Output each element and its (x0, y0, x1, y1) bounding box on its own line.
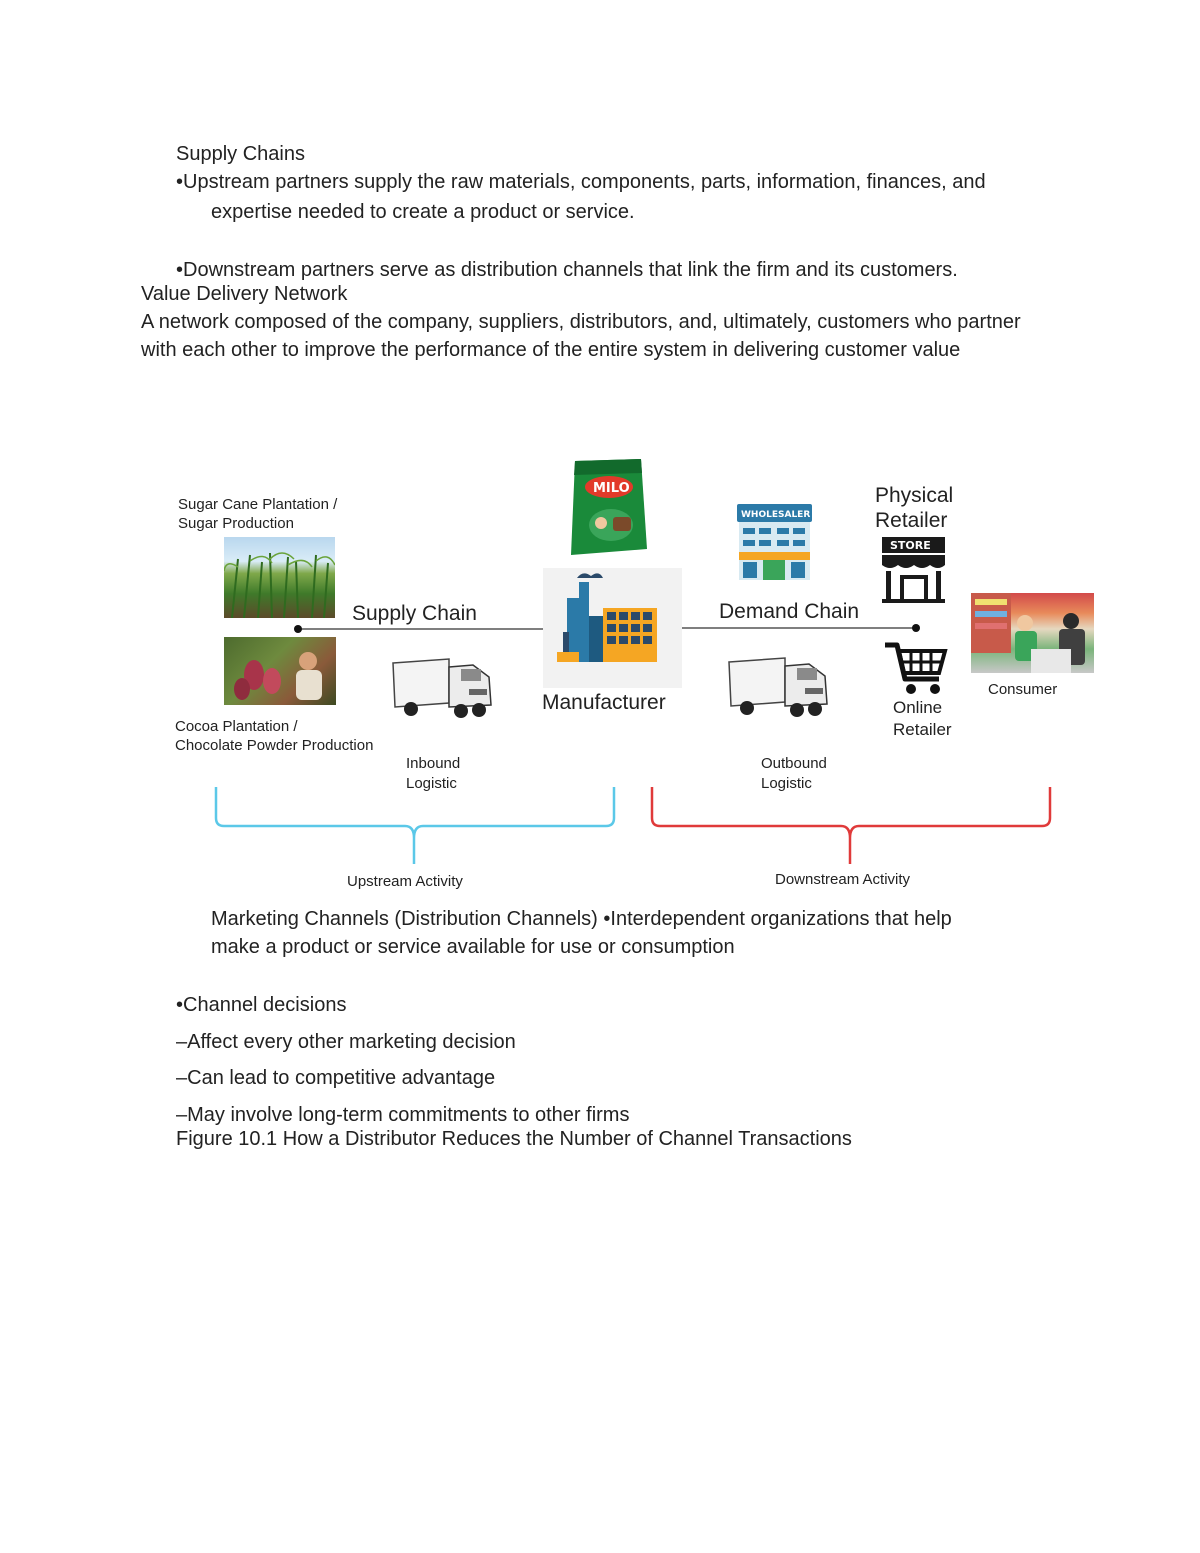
consumer-label: Consumer (988, 680, 1057, 700)
cocoa-label-line2: Chocolate Powder Production (175, 736, 373, 756)
sugar-cane-plants (224, 537, 335, 618)
inbound-truck-icon (389, 653, 498, 725)
supply-chain-label: Supply Chain (352, 601, 477, 627)
store-sign-text: STORE (890, 539, 931, 552)
outbound-truck-icon (725, 652, 834, 724)
heading-supply-chains: Supply Chains (176, 140, 305, 168)
sugar-cane-photo (224, 537, 335, 618)
outbound-label-line1: Outbound (761, 754, 827, 774)
sugar-label-line2: Sugar Production (178, 514, 294, 534)
shopping-cart-icon (883, 639, 949, 697)
wholesaler-building-icon: WHOLESALER (735, 502, 814, 582)
channel-decisions: •Channel decisions (176, 991, 346, 1019)
store-icon: STORE (880, 537, 947, 604)
cocoa-pods (224, 637, 336, 705)
downstream-activity-label: Downstream Activity (775, 870, 910, 890)
upstream-bullet-line2: expertise needed to create a product or … (211, 198, 635, 226)
inbound-label-line2: Logistic (406, 774, 457, 794)
wholesaler-sign-text: WHOLESALER (741, 510, 810, 520)
marketing-channels-line2: make a product or service available for … (211, 933, 735, 961)
manufacturer-label: Manufacturer (542, 690, 666, 716)
figure-caption: Figure 10.1 How a Distributor Reduces th… (176, 1125, 852, 1153)
downstream-brace (652, 787, 1050, 864)
online-retailer-line2: Retailer (893, 720, 952, 740)
upstream-activity-label: Upstream Activity (347, 872, 463, 892)
cocoa-label-line1: Cocoa Plantation / (175, 717, 298, 737)
supply-chain-dot (294, 625, 302, 633)
bullet-competitive: –Can lead to competitive advantage (176, 1064, 495, 1092)
demand-chain-dot (912, 624, 920, 632)
consumer-scene (971, 593, 1094, 673)
bullet-affect: –Affect every other marketing decision (176, 1028, 516, 1056)
physical-retailer-line2: Retailer (875, 508, 947, 534)
physical-retailer-line1: Physical (875, 483, 953, 509)
online-retailer-line1: Online (893, 698, 942, 718)
inbound-label-line1: Inbound (406, 754, 460, 774)
outbound-label-line2: Logistic (761, 774, 812, 794)
upstream-bullet-line1: •Upstream partners supply the raw materi… (176, 168, 986, 196)
value-delivery-text: A network composed of the company, suppl… (141, 308, 1061, 364)
demand-chain-label: Demand Chain (719, 599, 859, 625)
manufacturer-factory-panel (543, 568, 682, 688)
sugar-label-line1: Sugar Cane Plantation / (178, 495, 337, 515)
value-delivery-heading: Value Delivery Network (141, 280, 347, 308)
factory-icon (543, 568, 682, 688)
marketing-channels-line1: Marketing Channels (Distribution Channel… (211, 905, 952, 933)
cocoa-plantation-photo (224, 637, 336, 705)
milo-logo-text: MILO (593, 481, 630, 496)
consumer-photo (971, 593, 1094, 673)
upstream-brace (216, 787, 614, 864)
milo-pack-icon: MILO (567, 457, 649, 557)
